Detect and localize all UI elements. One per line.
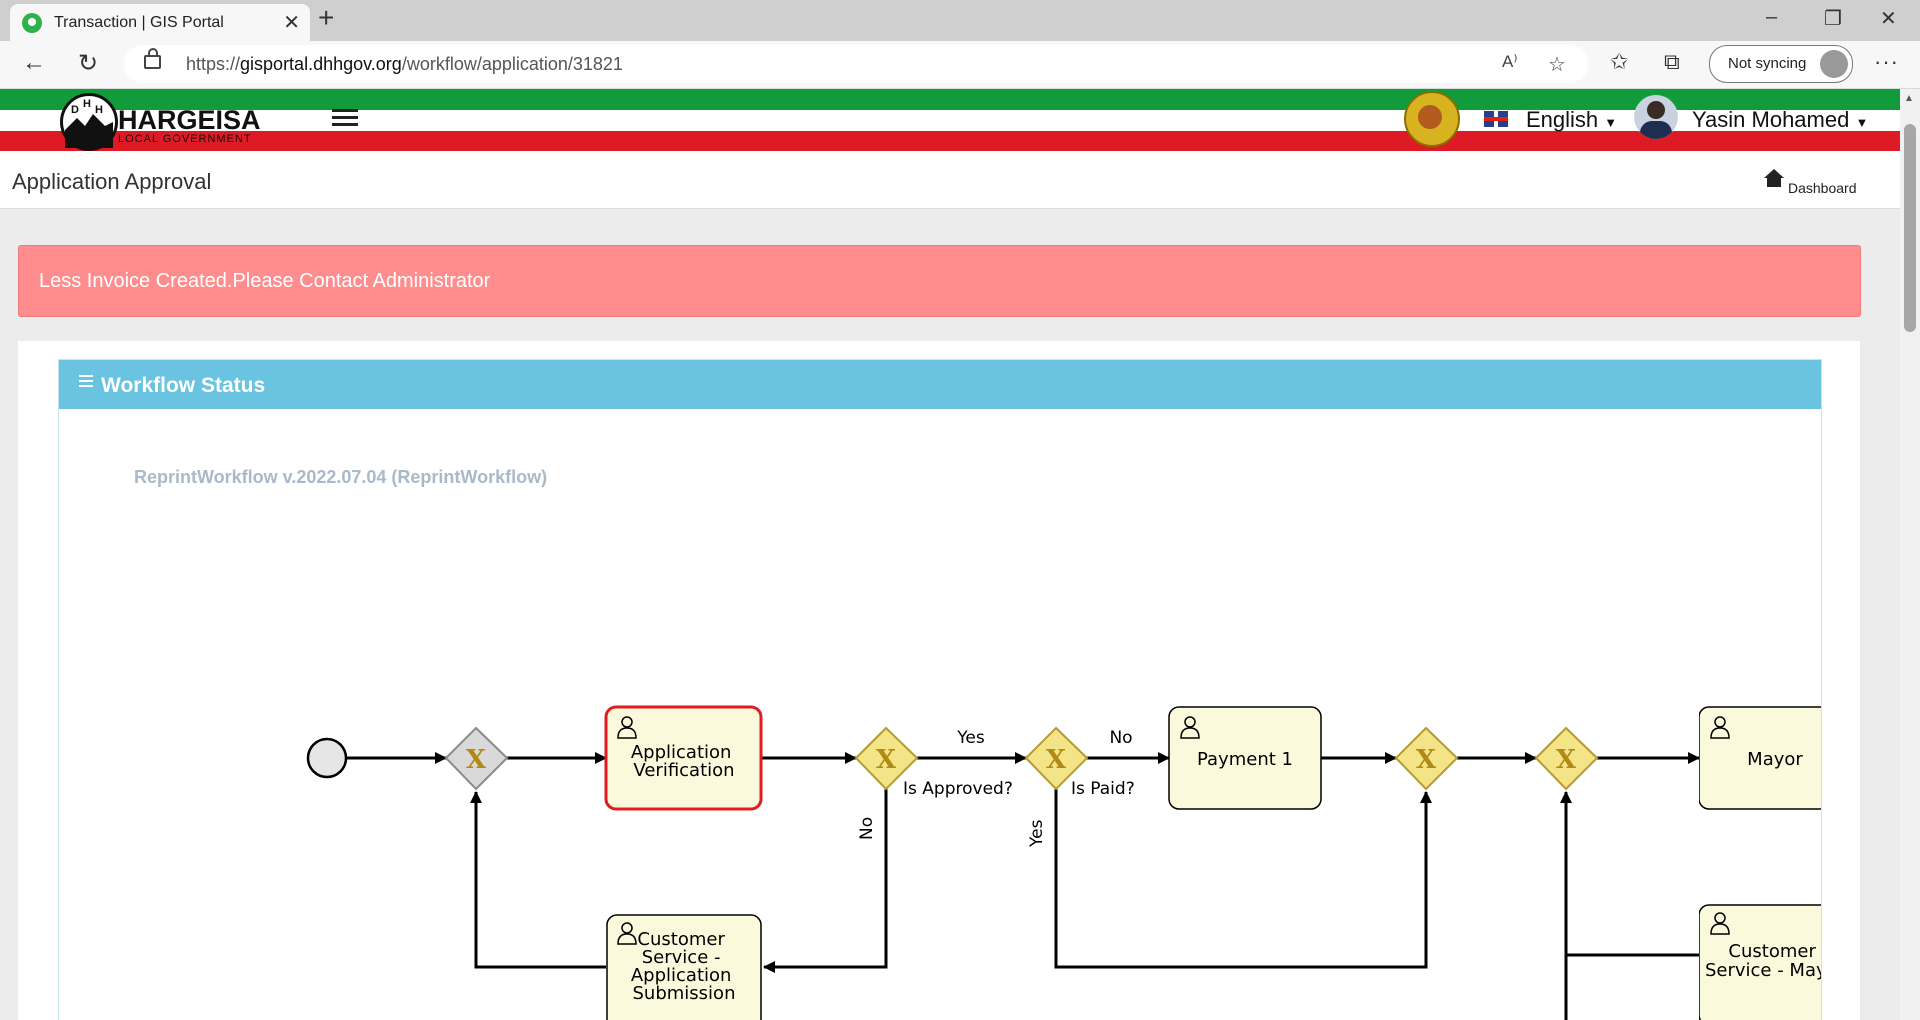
page-title-bar: Application Approval Dashboard bbox=[0, 151, 1900, 209]
alert-message: Less Invoice Created.Please Contact Admi… bbox=[39, 270, 491, 292]
svg-text:X: X bbox=[1556, 745, 1577, 775]
start-event bbox=[306, 737, 348, 779]
panel-heading: Workflow Status bbox=[59, 360, 1821, 409]
browser-tab-strip: Transaction | GIS Portal ✕ + – ❐ ✕ bbox=[0, 0, 1920, 41]
svg-text:Customer Service -: Customer Service - Mayor bbox=[1705, 941, 1821, 981]
address-bar[interactable]: https://gisportal.dhhgov.org/workflow/ap… bbox=[124, 45, 1588, 83]
language-dropdown[interactable]: English ▼ bbox=[1526, 107, 1618, 132]
user-task-icon bbox=[617, 922, 637, 945]
svg-text:X: X bbox=[1416, 745, 1437, 775]
gateway-is-approved: X bbox=[854, 726, 919, 791]
task-customer-service-mayor[interactable]: Customer Service - Mayor bbox=[1699, 904, 1821, 1020]
svg-text:Payment 1: Payment 1 bbox=[1197, 749, 1293, 770]
svg-text:X: X bbox=[1046, 745, 1067, 775]
task-payment-1[interactable]: Payment 1 bbox=[1168, 706, 1322, 810]
label-no-top: No bbox=[1109, 728, 1132, 748]
label-yes-top: Yes bbox=[956, 728, 985, 748]
user-menu-dropdown[interactable]: Yasin Mohamed ▼ bbox=[1692, 107, 1869, 132]
gateway-5: X bbox=[1534, 726, 1599, 791]
logo-title: HARGEISA bbox=[118, 105, 261, 135]
tab-title: Transaction | GIS Portal bbox=[54, 14, 224, 31]
mountain-icon bbox=[65, 114, 113, 148]
flow-gw3-yes-gw4 bbox=[1054, 789, 1432, 969]
new-tab-icon[interactable]: + bbox=[318, 2, 335, 33]
svg-text:Mayor: Mayor bbox=[1747, 749, 1803, 770]
page-scrollbar[interactable]: ▲ bbox=[1900, 89, 1920, 1020]
user-task-icon bbox=[1180, 716, 1200, 739]
refresh-icon[interactable]: ↻ bbox=[78, 50, 99, 77]
gateway-4: X bbox=[1394, 726, 1459, 791]
lock-icon bbox=[144, 48, 161, 69]
browser-toolbar: ← ↻ https://gisportal.dhhgov.org/workflo… bbox=[0, 41, 1920, 89]
svg-text:Application Verifi: Application Verification bbox=[631, 742, 737, 781]
label-yes-vertical: Yes bbox=[1027, 819, 1047, 848]
profile-avatar-icon bbox=[1820, 50, 1848, 78]
svg-text:X: X bbox=[466, 745, 487, 775]
url-text[interactable]: https://gisportal.dhhgov.org/workflow/ap… bbox=[186, 54, 623, 74]
site-header: D H H HARGEISA LOCAL GOVERNMENT English … bbox=[0, 89, 1900, 151]
sync-label: Not syncing bbox=[1728, 55, 1807, 72]
task-mayor[interactable]: Mayor bbox=[1699, 706, 1821, 810]
label-is-approved: Is Approved? bbox=[903, 779, 1013, 799]
svg-text:Customer Service -: Customer Service - Application Submissio… bbox=[631, 929, 737, 1004]
scroll-thumb[interactable] bbox=[1904, 124, 1916, 332]
user-avatar[interactable] bbox=[1634, 95, 1678, 139]
restore-icon[interactable]: ❐ bbox=[1824, 8, 1842, 30]
logo-subtitle: LOCAL GOVERNMENT bbox=[118, 133, 252, 145]
workflow-panel: Workflow Status ReprintWorkflow v.2022.0… bbox=[58, 359, 1822, 1020]
menu-toggle-icon[interactable] bbox=[332, 109, 358, 130]
government-emblem-icon bbox=[1404, 91, 1460, 147]
minimize-icon[interactable]: – bbox=[1766, 6, 1778, 28]
breadcrumb-dashboard[interactable]: Dashboard bbox=[1788, 180, 1857, 196]
page-title: Application Approval bbox=[12, 169, 212, 194]
read-aloud-icon[interactable]: A⁾ bbox=[1502, 52, 1518, 71]
panel-title: Workflow Status bbox=[101, 374, 266, 397]
uk-flag-icon bbox=[1484, 111, 1508, 127]
workflow-name: ReprintWorkflow v.2022.07.04 (ReprintWor… bbox=[134, 467, 548, 487]
red-stripe bbox=[0, 131, 1900, 151]
close-tab-icon[interactable]: ✕ bbox=[283, 12, 300, 34]
collections-icon[interactable]: ⧉ bbox=[1664, 49, 1680, 74]
user-task-icon bbox=[1710, 716, 1730, 739]
svg-text:X: X bbox=[876, 745, 897, 775]
home-icon[interactable] bbox=[1764, 169, 1784, 187]
label-is-paid: Is Paid? bbox=[1071, 779, 1135, 799]
site-favicon-icon bbox=[22, 13, 42, 33]
favorites-icon[interactable]: ✩ bbox=[1610, 49, 1629, 74]
task-customer-service-submission[interactable]: Customer Service - Application Submissio… bbox=[606, 914, 762, 1020]
browser-tab[interactable]: Transaction | GIS Portal ✕ bbox=[10, 4, 310, 41]
list-icon bbox=[79, 375, 93, 390]
flow-cs-gw1 bbox=[470, 791, 606, 969]
logo-icon[interactable]: D H H bbox=[60, 93, 118, 151]
scroll-up-icon[interactable]: ▲ bbox=[1904, 93, 1914, 104]
more-menu-icon[interactable]: ··· bbox=[1874, 49, 1899, 74]
content-card: Workflow Status ReprintWorkflow v.2022.0… bbox=[18, 341, 1860, 1020]
web-page: D H H HARGEISA LOCAL GOVERNMENT English … bbox=[0, 89, 1900, 1020]
profile-sync-button[interactable]: Not syncing bbox=[1709, 45, 1853, 83]
bpmn-diagram: X X X X X bbox=[306, 705, 1821, 1020]
back-arrow-icon[interactable]: ← bbox=[22, 49, 46, 76]
gateway-is-paid: X bbox=[1024, 726, 1089, 791]
gateway-1: X bbox=[444, 726, 509, 791]
error-alert: Less Invoice Created.Please Contact Admi… bbox=[18, 245, 1861, 317]
user-task-icon bbox=[617, 716, 637, 739]
close-window-icon[interactable]: ✕ bbox=[1880, 8, 1897, 30]
flow-gw2-no-cs bbox=[763, 789, 888, 973]
label-no-vertical: No bbox=[857, 817, 877, 840]
task-application-verification[interactable]: Application Verification bbox=[604, 705, 763, 811]
add-favorite-icon[interactable]: ☆ bbox=[1548, 54, 1566, 76]
user-task-icon bbox=[1710, 912, 1730, 935]
